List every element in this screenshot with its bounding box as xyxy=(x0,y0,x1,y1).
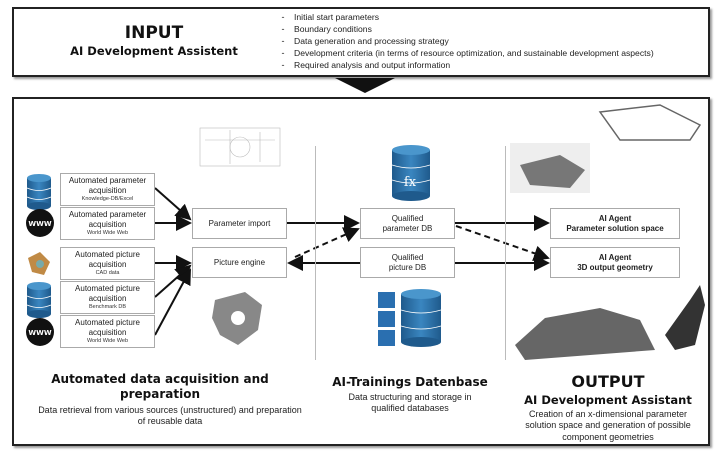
technical-drawing-image xyxy=(199,127,281,167)
input-bullet: -Boundary conditions xyxy=(281,24,372,34)
image-stack-icon xyxy=(378,292,395,346)
input-title: INPUT xyxy=(124,23,184,43)
output-description: Creation of an x-dimensional parameter s… xyxy=(525,409,691,442)
acquisition-description: Data retrieval from various sources (uns… xyxy=(38,405,302,427)
training-title: AI-Trainings Datenbase xyxy=(332,375,488,389)
flow-down-arrow xyxy=(335,78,395,93)
input-bullet: -Development criteria (in terms of resou… xyxy=(281,48,654,58)
input-bullet: -Data generation and processing strategy xyxy=(281,36,449,46)
database-icon xyxy=(26,282,52,318)
input-bullet: -Initial start parameters xyxy=(281,12,380,22)
database-icon xyxy=(26,174,52,210)
cad-part-icon xyxy=(28,252,50,275)
input-bullet: -Required analysis and output informatio… xyxy=(281,60,451,70)
picture-database-icon xyxy=(400,289,442,347)
section-divider xyxy=(505,146,506,360)
acquisition-title: Automated data acquisition and preparati… xyxy=(51,372,269,401)
lattice-part-image xyxy=(598,104,702,141)
qualified-picture-db-box: Qualified picture DB xyxy=(360,247,455,278)
car-body-image xyxy=(515,308,655,360)
picture-engine-box: Picture engine xyxy=(192,247,287,278)
bracket-part-image xyxy=(665,285,705,350)
output-subtitle: AI Development Assistant xyxy=(524,393,692,407)
input-panel: INPUT AI Development Assistent -Initial … xyxy=(12,7,710,77)
flow-arrows xyxy=(154,187,550,336)
www-globe-icon: WWW xyxy=(26,318,54,346)
www-globe-icon: WWW xyxy=(26,209,54,237)
parameter-database-icon xyxy=(391,145,431,201)
svg-text:WWW: WWW xyxy=(28,329,51,337)
parameter-import-box: Parameter import xyxy=(192,208,287,239)
training-description: Data structuring and storage in qualifie… xyxy=(348,392,472,414)
fx-symbol: fx xyxy=(404,175,417,190)
svg-text:WWW: WWW xyxy=(28,220,51,228)
output-title: OUTPUT xyxy=(571,372,645,391)
qualified-parameter-db-box: Qualified parameter DB xyxy=(360,208,455,239)
section-divider xyxy=(315,146,316,360)
input-subtitle: AI Development Assistent xyxy=(70,44,238,58)
